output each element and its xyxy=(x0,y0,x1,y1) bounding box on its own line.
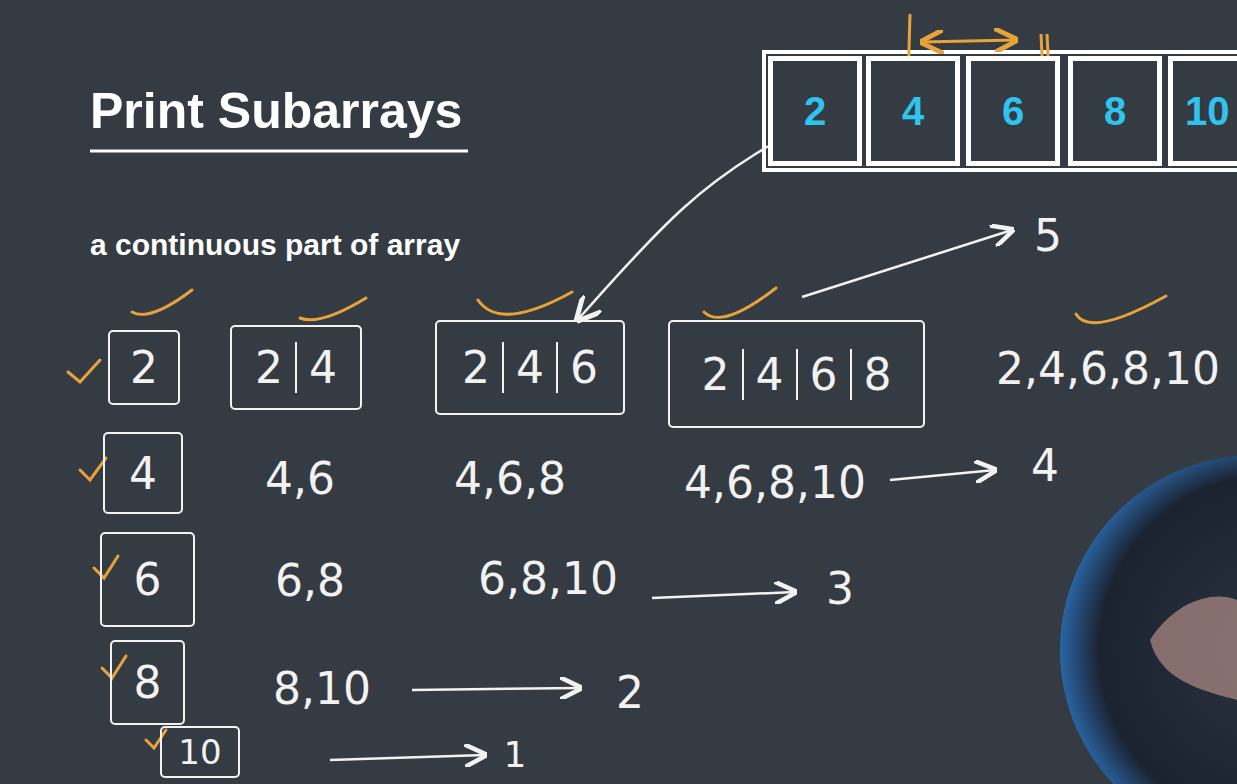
subarray-value: 2 xyxy=(118,342,170,393)
subarray-box: 2 xyxy=(108,330,180,405)
array-value: 2 xyxy=(804,89,826,134)
subarray-box: 246 xyxy=(435,320,625,415)
subarray-text: 6,8 xyxy=(275,555,345,606)
webcam-overlay xyxy=(1060,455,1237,784)
count-number: 4 xyxy=(1031,440,1059,491)
array-value: 6 xyxy=(1002,89,1024,134)
count-number: 1 xyxy=(504,734,527,775)
array-value: 4 xyxy=(902,89,924,134)
count-arrow xyxy=(890,470,995,480)
count-arrow xyxy=(802,230,1012,297)
subarray-text: 6,8,10 xyxy=(478,553,618,604)
subarray-box: 4 xyxy=(103,432,183,514)
subarray-value: 4 xyxy=(502,342,556,393)
subarray-text: 8,10 xyxy=(273,663,371,714)
subarray-text: 4,6,8 xyxy=(454,453,566,504)
subarray-value: 4 xyxy=(295,342,349,393)
subarray-value: 4 xyxy=(742,349,796,400)
tick xyxy=(704,288,776,317)
count-arrow xyxy=(330,755,485,760)
subarray-box: 2468 xyxy=(668,320,925,428)
title: Print Subarrays xyxy=(90,82,462,140)
tick xyxy=(146,730,166,748)
subarray-value: 2 xyxy=(690,349,742,400)
tick xyxy=(132,290,192,314)
array-value: 8 xyxy=(1104,89,1126,134)
array-cell: 6 xyxy=(966,56,1060,166)
pointer-arrow xyxy=(578,146,769,320)
subarray-box: 10 xyxy=(160,726,240,778)
subarray-box: 8 xyxy=(110,640,185,725)
count-arrows xyxy=(330,230,1012,760)
hand-blur xyxy=(1150,596,1237,700)
count-number: 3 xyxy=(826,563,854,614)
subarray-value: 4 xyxy=(117,448,169,499)
subarray-value: 8 xyxy=(850,349,904,400)
array-cell: 2 xyxy=(768,56,862,166)
subarray-text: 2,4,6,8,10 xyxy=(996,343,1220,394)
range-arrow xyxy=(922,40,1016,42)
subarray-text: 4,6 xyxy=(265,453,335,504)
tick xyxy=(68,360,100,382)
tick xyxy=(102,656,126,678)
array-cell: 4 xyxy=(866,56,960,166)
subarray-text: 4,6,8,10 xyxy=(684,457,866,508)
subarray-box: 6 xyxy=(100,532,195,627)
tick xyxy=(94,556,118,578)
count-arrow xyxy=(652,592,795,598)
array-cell: 10 xyxy=(1168,56,1237,166)
subarray-value: 6 xyxy=(796,349,850,400)
subarray-value: 8 xyxy=(122,657,174,708)
count-number: 5 xyxy=(1034,210,1062,261)
array-value: 10 xyxy=(1185,89,1230,134)
array-frame xyxy=(764,52,1237,170)
subarray-value: 6 xyxy=(556,342,610,393)
subarray-value: 2 xyxy=(450,342,502,393)
tick xyxy=(478,292,572,314)
subarray-value: 2 xyxy=(243,342,295,393)
subtitle: a continuous part of array xyxy=(90,228,460,262)
subarray-value: 10 xyxy=(166,732,233,772)
count-arrow xyxy=(412,688,580,690)
array-cell: 8 xyxy=(1068,56,1162,166)
subarray-box: 24 xyxy=(230,325,362,410)
tick xyxy=(300,298,366,320)
tick xyxy=(1076,296,1166,323)
subarray-value: 6 xyxy=(122,554,174,605)
title-underline xyxy=(90,150,468,153)
count-number: 2 xyxy=(616,667,644,718)
